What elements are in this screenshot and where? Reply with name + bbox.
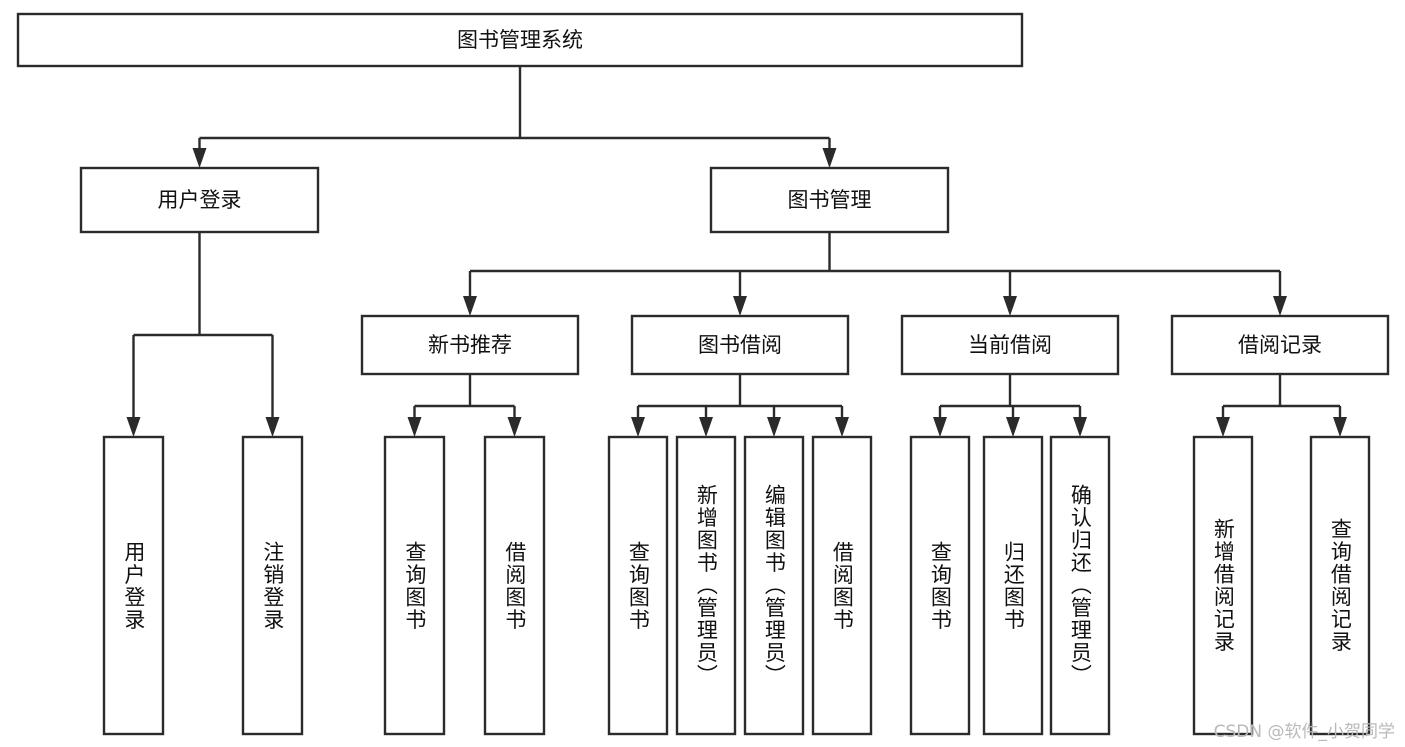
user-login-to-leaves-arrowhead (265, 417, 280, 437)
node-box-leaf-edit-book-admin[interactable] (743, 435, 805, 736)
node-box-leaf-return-book[interactable] (982, 435, 1044, 736)
new-book-recommend-to-leaves-arrowhead (407, 417, 422, 437)
book-borrow-to-leaves-arrowhead (767, 417, 781, 437)
node-box-book-management[interactable] (709, 166, 950, 234)
current-borrow-to-leaves-arrowhead (933, 417, 947, 437)
book-management-to-level3-arrowhead (1003, 296, 1017, 316)
node-label-user-login: 用户登录 (158, 188, 242, 212)
book-borrow-to-leaves-arrowhead (699, 417, 713, 437)
node-box-leaf-logout[interactable] (241, 435, 304, 736)
node-box-leaf-query-borrow-record[interactable] (1309, 435, 1371, 736)
book-management-to-level3-arrowhead (733, 296, 747, 316)
connectors-layer (126, 66, 1347, 437)
new-book-recommend-to-leaves-arrowhead (507, 417, 522, 437)
node-box-book-borrow[interactable] (630, 314, 850, 376)
node-label-book-management: 图书管理 (788, 188, 872, 212)
node-box-leaf-user-login[interactable] (102, 435, 165, 736)
node-label-borrow-records: 借阅记录 (1238, 333, 1322, 357)
node-box-leaf-confirm-return-admin[interactable] (1049, 435, 1111, 736)
node-label-current-borrow: 当前借阅 (968, 333, 1052, 357)
node-box-user-login[interactable] (79, 166, 320, 234)
node-label-book-borrow: 图书借阅 (698, 333, 782, 357)
borrow-records-to-leaves-arrowhead (1333, 417, 1347, 437)
root-to-level2-arrowhead (192, 148, 207, 168)
borrow-records-to-leaves-arrowhead (1216, 417, 1230, 437)
node-box-current-borrow[interactable] (900, 314, 1120, 376)
book-management-to-level3-arrowhead (1273, 296, 1287, 316)
root-to-level2-arrowhead (822, 148, 837, 168)
book-management-to-level3-arrowhead (463, 296, 477, 316)
node-box-leaf-query-book-recommend[interactable] (383, 435, 446, 736)
user-login-to-leaves-arrowhead (126, 417, 141, 437)
node-box-borrow-records[interactable] (1170, 314, 1390, 376)
node-box-leaf-borrow-book[interactable] (811, 435, 873, 736)
node-box-leaf-borrow-book-recommend[interactable] (483, 435, 546, 736)
node-box-new-book-recommend[interactable] (360, 314, 580, 376)
node-label-new-book-recommend: 新书推荐 (428, 333, 512, 357)
book-borrow-to-leaves-arrowhead (835, 417, 849, 437)
node-box-leaf-add-book-admin[interactable] (675, 435, 737, 736)
node-box-leaf-add-borrow-record[interactable] (1192, 435, 1254, 736)
node-box-root[interactable] (16, 12, 1024, 68)
node-box-leaf-query-book-current[interactable] (909, 435, 971, 736)
current-borrow-to-leaves-arrowhead (1006, 417, 1020, 437)
current-borrow-to-leaves-arrowhead (1073, 417, 1087, 437)
node-box-leaf-query-book-borrow[interactable] (607, 435, 669, 736)
book-borrow-to-leaves-arrowhead (631, 417, 645, 437)
watermark-text: CSDN @软件_小贺同学 (1213, 722, 1395, 742)
node-label-root: 图书管理系统 (457, 28, 583, 52)
